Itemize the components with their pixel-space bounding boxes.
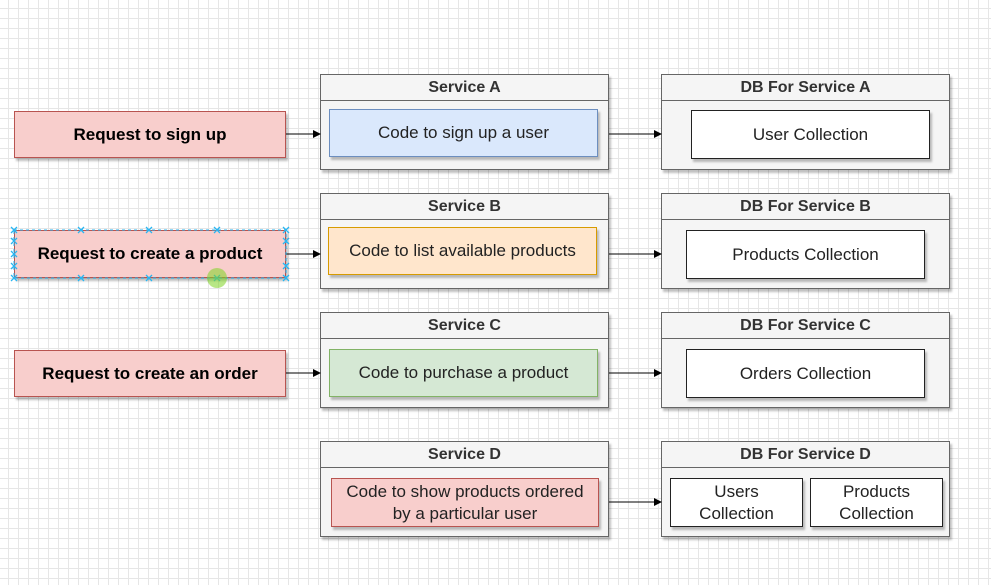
service-c-container[interactable]: Service C Code to purchase a product — [320, 312, 609, 408]
products-collection[interactable]: Products Collection — [686, 230, 925, 279]
service-a-container[interactable]: Service A Code to sign up a user — [320, 74, 609, 170]
service-c-title: Service C — [321, 313, 608, 339]
user-collection[interactable]: User Collection — [691, 110, 930, 159]
db-b-title: DB For Service B — [662, 194, 949, 220]
db-c-title: DB For Service C — [662, 313, 949, 339]
db-d-title: DB For Service D — [662, 442, 949, 468]
service-d-title: Service D — [321, 442, 608, 468]
service-d-code-box[interactable]: Code to show products ordered by a parti… — [331, 478, 599, 527]
service-a-title: Service A — [321, 75, 608, 101]
products-collection-d[interactable]: Products Collection — [810, 478, 943, 527]
service-b-code-box[interactable]: Code to list available products — [328, 227, 597, 275]
db-d-container[interactable]: DB For Service D Users Collection Produc… — [661, 441, 950, 537]
service-b-container[interactable]: Service B Code to list available product… — [320, 193, 609, 289]
service-d-container[interactable]: Service D Code to show products ordered … — [320, 441, 609, 537]
db-a-title: DB For Service A — [662, 75, 949, 101]
selection-outline — [13, 229, 287, 279]
request-create-order[interactable]: Request to create an order — [14, 350, 286, 397]
db-a-container[interactable]: DB For Service A User Collection — [661, 74, 950, 170]
connection-hover-dot[interactable] — [207, 268, 227, 288]
service-a-code-box[interactable]: Code to sign up a user — [329, 109, 598, 157]
orders-collection[interactable]: Orders Collection — [686, 349, 925, 398]
selection-handles[interactable] — [10, 226, 290, 282]
db-c-container[interactable]: DB For Service C Orders Collection — [661, 312, 950, 408]
request-sign-up[interactable]: Request to sign up — [14, 111, 286, 158]
service-c-code-box[interactable]: Code to purchase a product — [329, 349, 598, 397]
service-b-title: Service B — [321, 194, 608, 220]
users-collection[interactable]: Users Collection — [670, 478, 803, 527]
db-b-container[interactable]: DB For Service B Products Collection — [661, 193, 950, 289]
